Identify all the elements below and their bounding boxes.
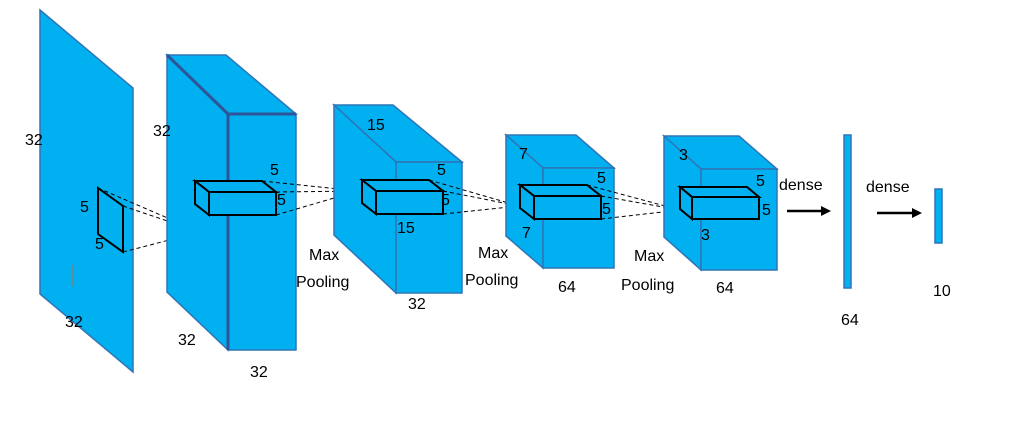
conv1-depth-label: 32 (250, 364, 268, 381)
pool3-label-line2: Pooling (621, 277, 674, 294)
pool2-label-line1: Max (478, 245, 508, 262)
conv1-kernel-h-label: 5 (270, 162, 279, 179)
conv2-kernel-h-label: 5 (437, 162, 446, 179)
input-kernel-w-label: 5 (95, 236, 104, 253)
conv3-height-label: 7 (519, 146, 528, 163)
pool1-label-line2: Pooling (296, 274, 349, 291)
conv4-width-label: 3 (701, 227, 710, 244)
conv3-kernel-h-label: 5 (597, 170, 606, 187)
dense1-size-label: 64 (841, 312, 859, 329)
conv2-kernel-w-label: 5 (441, 192, 450, 209)
conv2-height-label: 15 (367, 117, 385, 134)
input-width-label: 32 (65, 314, 83, 331)
dense1-arrow-head (821, 206, 831, 216)
conv3-width-label: 7 (522, 225, 531, 242)
conv1-width-label: 32 (178, 332, 196, 349)
conv3-kernel: 5 5 (517, 170, 611, 222)
input-plane (39, 8, 134, 374)
input-height-label: 32 (25, 132, 43, 149)
conv3-kernel-w-label: 5 (602, 201, 611, 218)
conv2-kernel: 5 5 (359, 162, 450, 217)
pool2-label-line2: Pooling (465, 272, 518, 289)
conv4-height-label: 3 (679, 147, 688, 164)
conv1-kernel-w-label: 5 (277, 192, 286, 209)
conv1-block: 32 32 32 (153, 53, 299, 381)
conv2-width-label: 15 (397, 220, 415, 237)
input-kernel-h-label: 5 (80, 199, 89, 216)
conv4-kernel-h-label: 5 (756, 173, 765, 190)
pool3-label-line1: Max (634, 248, 664, 265)
dense2-bar (934, 188, 943, 244)
dense2-group: dense 10 (866, 179, 951, 300)
dense2-size-label: 10 (933, 283, 951, 300)
conv2-depth-label: 32 (408, 296, 426, 313)
conv1-height-label: 32 (153, 123, 171, 140)
input-layer: 32 32 5 5 (25, 8, 134, 374)
conv3-depth-label: 64 (558, 279, 576, 296)
conv4-kernel: 5 5 (677, 173, 771, 222)
conv4-depth-label: 64 (716, 280, 734, 297)
pool1-label-line1: Max (309, 247, 339, 264)
dense2-label: dense (866, 179, 910, 196)
dense2-arrow-head (912, 208, 922, 218)
dense1-bar (843, 134, 852, 289)
conv4-kernel-w-label: 5 (762, 202, 771, 219)
dense1-label: dense (779, 177, 823, 194)
conv1-front-face (227, 113, 297, 351)
dense1-group: dense 64 (779, 134, 859, 329)
